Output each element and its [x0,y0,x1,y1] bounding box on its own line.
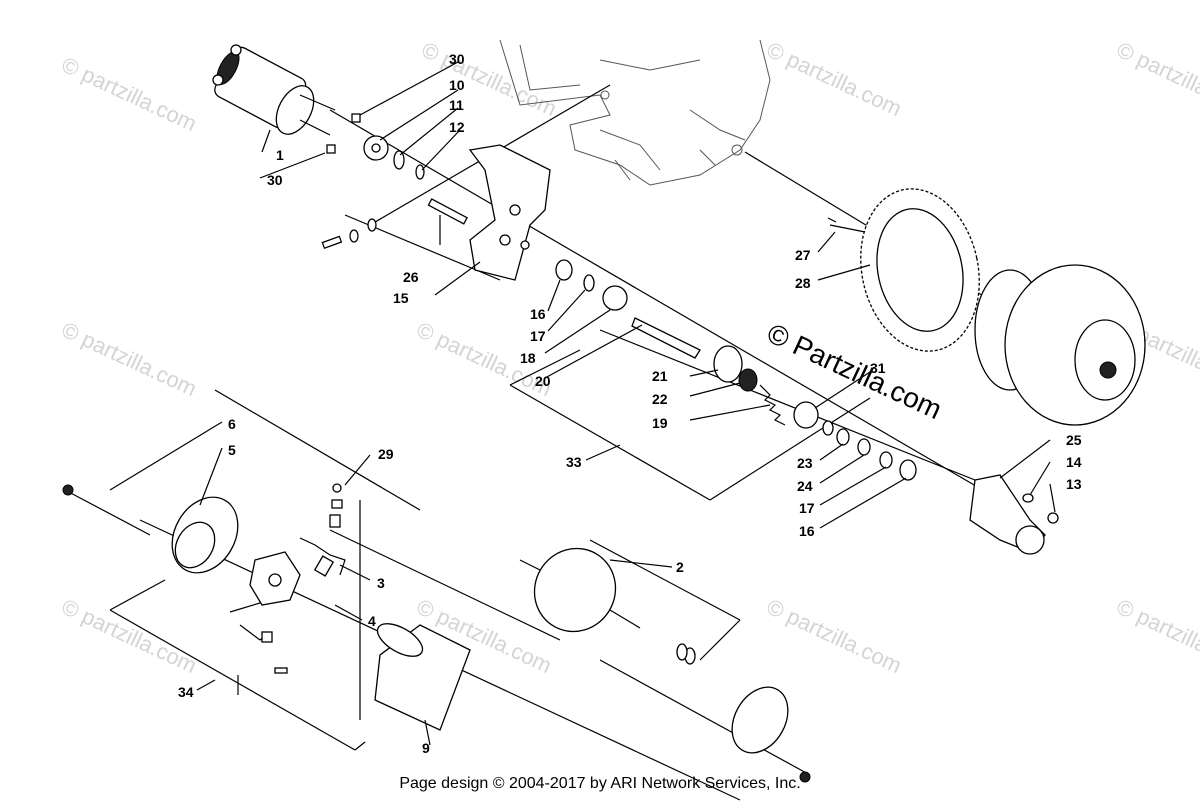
bracket-2 [589,539,741,661]
callout-29: 29 [378,446,394,462]
callout-30-a: 30 [449,51,465,67]
callout-1: 1 [276,147,284,163]
callout-24: 24 [797,478,813,494]
callout-21: 21 [652,368,668,384]
callout-14: 14 [1066,454,1082,470]
watermark: © partzilla.com [763,37,906,121]
callout-20: 20 [535,373,551,389]
assembly-lines [139,84,1001,801]
starter-motor-part [212,44,336,136]
brush-housing-part [62,484,239,574]
callout-4: 4 [368,613,376,629]
callout-15: 15 [393,290,409,306]
callout-5: 5 [228,442,236,458]
watermark: © partzilla.com [1113,37,1200,121]
drive-gear-part [321,113,425,250]
callout-26: 26 [403,269,419,285]
bracket-33 [509,349,871,501]
watermark: © partzilla.com [58,594,201,678]
callout-34: 34 [178,684,194,700]
callout-30-b: 30 [267,172,283,188]
watermark: © partzilla.com [763,594,906,678]
callout-9: 9 [422,740,430,756]
callout-17-a: 17 [530,328,546,344]
callout-10: 10 [449,77,465,93]
callout-11: 11 [449,97,464,113]
bracket-34 [109,500,366,751]
armature-part [519,547,811,783]
watermark: © partzilla.com [1113,594,1200,678]
callout-31: 31 [870,360,886,376]
callout-28: 28 [795,275,811,291]
callout-33: 33 [566,454,582,470]
callout-16-b: 16 [799,523,815,539]
engine-outline [499,39,771,186]
callout-6: 6 [228,416,236,432]
callout-labels: 1 2 3 4 5 6 9 10 11 12 13 14 15 16 16 17… [178,51,1082,756]
callout-22: 22 [652,391,668,407]
ring-gear-part [827,188,980,352]
callout-25: 25 [1066,432,1082,448]
page-footer: Page design © 2004-2017 by ARI Network S… [399,775,801,792]
callout-16-a: 16 [530,306,546,322]
callout-2: 2 [676,559,684,575]
watermark: © partzilla.com [58,317,201,401]
callout-19: 19 [652,415,668,431]
mount-bracket-part [427,144,551,281]
callout-17-b: 17 [799,500,815,516]
end-housing-part [969,474,1059,555]
callout-27: 27 [795,247,811,263]
clutch-part [974,264,1146,426]
watermark: © partzilla.com [58,52,201,136]
callout-12: 12 [449,119,465,135]
callout-13: 13 [1066,476,1082,492]
frame-part [374,623,471,731]
brush-holder-part [239,483,346,674]
callout-3: 3 [377,575,385,591]
leader-lines [109,61,1056,746]
shaft-assembly-part [555,259,917,481]
callout-18: 18 [520,350,536,366]
callout-23: 23 [797,455,813,471]
watermark: © partzilla.com [418,37,561,121]
